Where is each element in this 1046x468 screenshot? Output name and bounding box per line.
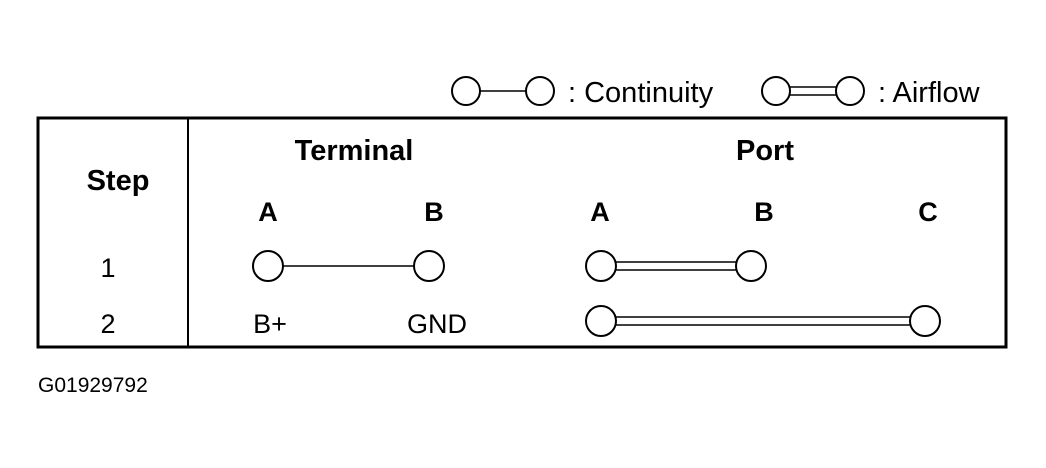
figure-id: G01929792 [38,374,148,397]
legend-continuity-label: : Continuity [568,77,714,109]
row-1-terminal-b-circle [413,250,445,282]
row-1-port-a-circle [585,250,617,282]
row-2-terminal-a-label: B+ [253,309,287,339]
port-col-b: B [754,197,774,227]
terminal-col-a: A [258,197,278,227]
legend-airflow: : Airflow [761,76,981,109]
port-header: Port [736,135,794,167]
row-2-step: 2 [100,309,115,339]
legend-continuity-circle-left [451,76,481,106]
row-2-port-airflow [585,305,941,337]
legend-airflow-circle-left [761,76,791,106]
row-1-terminal-continuity [252,250,445,282]
row-1-step: 1 [100,253,115,283]
row-1-terminal-a-circle [252,250,284,282]
row-1-port-airflow [585,250,767,282]
row-2-port-a-circle [585,305,617,337]
port-col-c: C [918,197,938,227]
port-col-a: A [590,197,610,227]
legend-airflow-label: : Airflow [878,77,981,109]
legend-continuity-circle-right [525,76,555,106]
row-2-terminal-b-label: GND [407,309,467,339]
table-frame [36,116,1008,349]
step-header: Step [87,165,150,197]
terminal-col-b: B [424,197,444,227]
terminal-header: Terminal [295,135,414,167]
row-1-port-b-circle [735,250,767,282]
row-2-port-c-circle [909,305,941,337]
legend-continuity: : Continuity [451,76,714,109]
legend-airflow-circle-right [835,76,865,106]
